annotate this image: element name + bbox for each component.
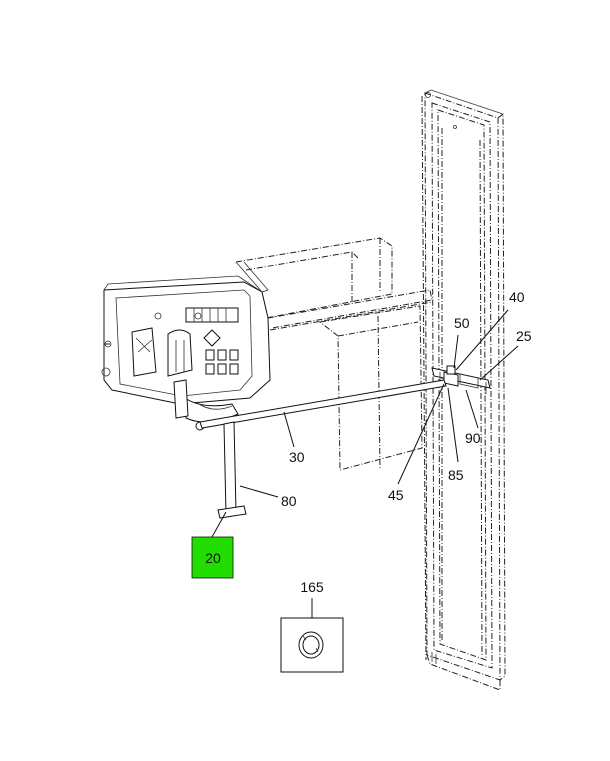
- leader-lines: [211, 309, 519, 618]
- control-console: [101, 237, 433, 471]
- vertical-frame-panel: [421, 89, 506, 691]
- callout-90[interactable]: 90: [465, 430, 481, 446]
- inset-box-165: [280, 617, 344, 673]
- frame-bracket: [431, 365, 491, 394]
- support-leg-80: [217, 421, 247, 519]
- callout-40[interactable]: 40: [509, 289, 525, 305]
- callout-20[interactable]: 20: [205, 550, 221, 566]
- callout-25[interactable]: 25: [516, 328, 532, 344]
- callout-50[interactable]: 50: [454, 315, 470, 331]
- callout-85[interactable]: 85: [448, 467, 464, 483]
- callout-45[interactable]: 45: [388, 487, 404, 503]
- rod-30: [199, 379, 447, 429]
- callout-labels: 20 25 30 40 45 50 80 85 90 165: [205, 289, 532, 595]
- callout-80[interactable]: 80: [281, 493, 297, 509]
- callout-165[interactable]: 165: [300, 579, 324, 595]
- callout-30[interactable]: 30: [289, 449, 305, 465]
